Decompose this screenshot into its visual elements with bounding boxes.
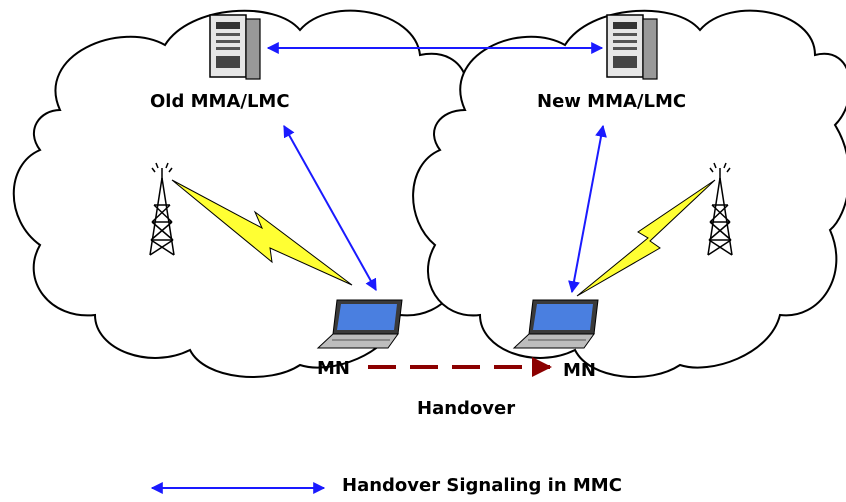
new-agent-label: New MMA/LMC (537, 91, 687, 112)
mobile-node-label-left: MN (317, 358, 350, 379)
antenna-tower-icon (149, 162, 175, 256)
legend-label: Handover Signaling in MMC (342, 475, 622, 496)
antenna-tower-icon (707, 162, 733, 256)
server-icon (209, 14, 261, 80)
right-network-cloud (412, 9, 846, 378)
old-agent-label: Old MMA/LMC (150, 91, 290, 112)
signaling-arrow-old-mn (283, 124, 377, 292)
lightning-icon (576, 179, 716, 297)
signaling-arrow-new-mn (568, 124, 607, 294)
mobile-node-label-right: MN (563, 360, 596, 381)
laptop-icon (512, 299, 599, 349)
server-icon (606, 14, 658, 80)
laptop-icon (316, 299, 403, 349)
handover-label: Handover (417, 398, 516, 419)
